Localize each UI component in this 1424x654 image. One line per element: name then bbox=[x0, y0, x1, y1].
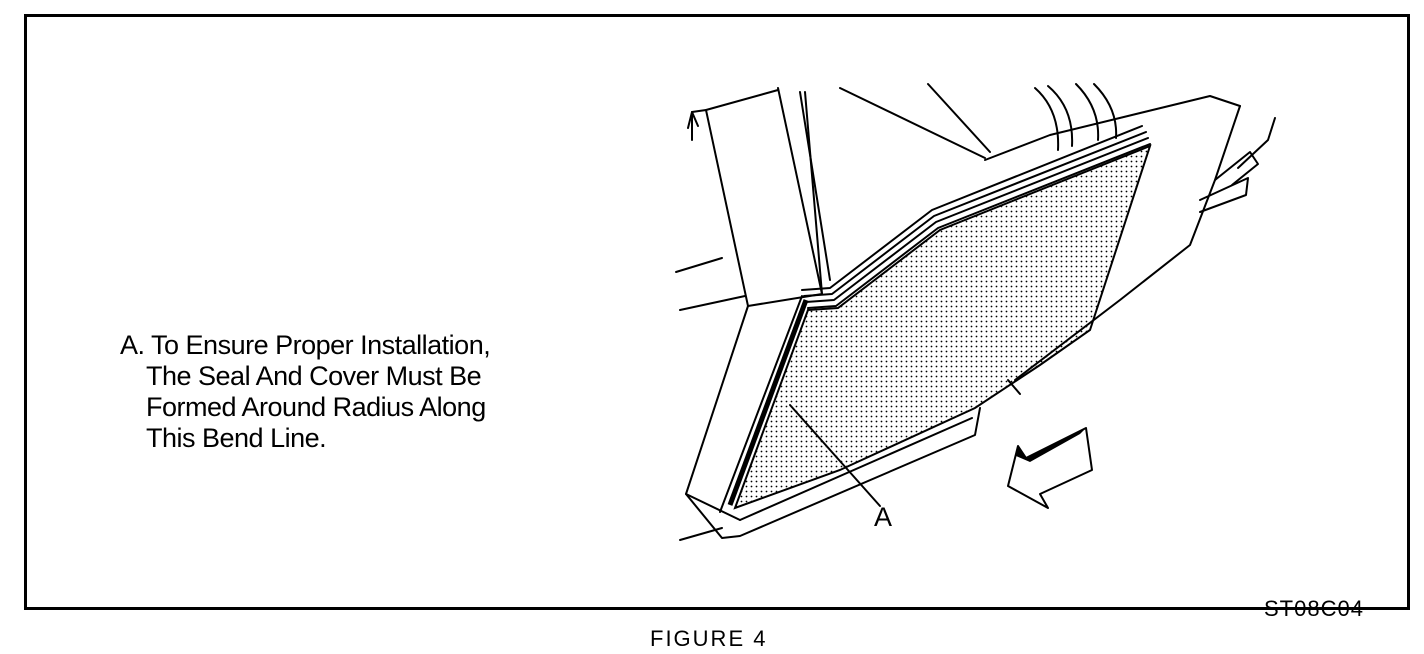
figure-caption: FIGURE 4 bbox=[650, 626, 768, 651]
note-line-1: A. To Ensure Proper Installation, bbox=[120, 330, 491, 360]
callout-label-a: A bbox=[874, 502, 893, 532]
note-line-4: This Bend Line. bbox=[146, 423, 327, 453]
bend-line bbox=[727, 299, 809, 506]
direction-arrow-icon bbox=[1007, 427, 1093, 509]
installation-note: A. To Ensure Proper Installation, The Se… bbox=[120, 330, 491, 454]
figure-code: ST08C04 bbox=[1264, 596, 1364, 621]
seal-panel bbox=[733, 144, 1152, 510]
figure-frame bbox=[24, 14, 1410, 610]
note-line-2: The Seal And Cover Must Be bbox=[146, 361, 482, 391]
note-line-3: Formed Around Radius Along bbox=[146, 392, 486, 422]
